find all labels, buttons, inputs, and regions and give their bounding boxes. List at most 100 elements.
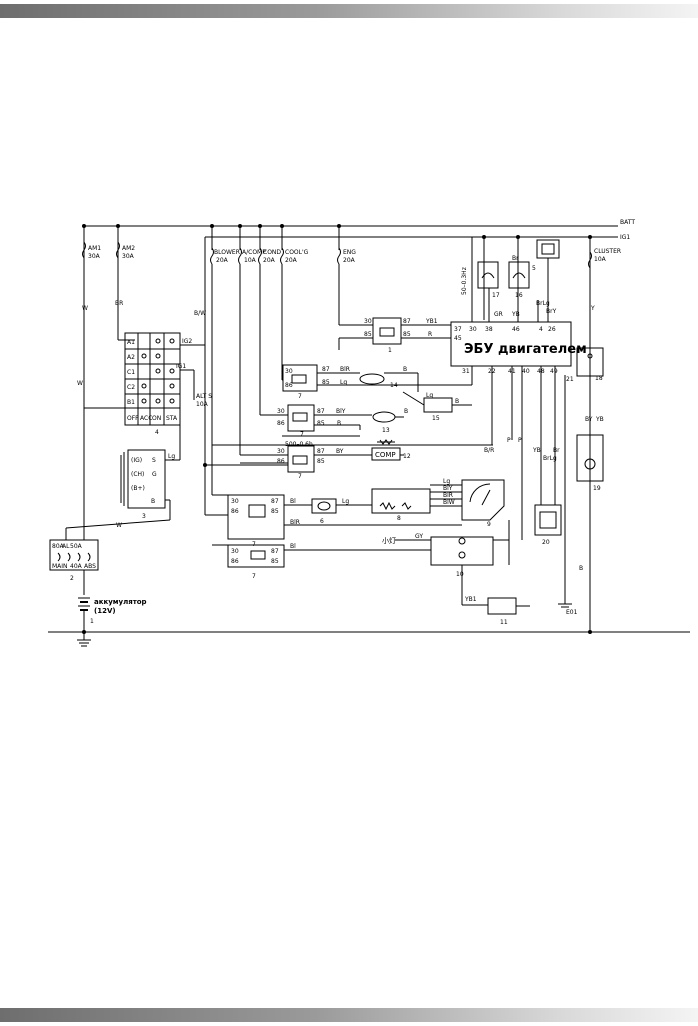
part-15: 15: [432, 415, 440, 422]
wire-by-comp: BY: [336, 448, 344, 455]
relay7a-pin87: 87: [322, 366, 330, 373]
relay-15-labels: Lg B 15: [426, 392, 459, 422]
ecu-lower-labels: B/R P P YB BrLg Br B: [484, 437, 583, 572]
relay7e-pin86: 86: [231, 558, 239, 565]
relay7a-pin85: 85: [322, 379, 330, 386]
relay7a-pin86: 86: [285, 382, 293, 389]
cluster-relay: [576, 347, 604, 482]
battery-voltage: (12V): [94, 607, 116, 615]
relay7c-pin85: 85: [317, 458, 325, 465]
bus-junctions: [82, 224, 592, 634]
ecu-lower-wires: [212, 366, 566, 598]
fuse-eng-rating: 20A: [343, 257, 356, 264]
alt-wire-w: W: [116, 522, 122, 529]
fuse-blower-rating: 20A: [216, 257, 229, 264]
ecu-pin-40: 40: [522, 368, 530, 375]
comp-label: COMP: [375, 451, 396, 459]
part-18: 18: [595, 375, 603, 382]
wire-blr: BlR: [340, 366, 350, 373]
ecu-box: [450, 321, 572, 367]
relay15-wire-lg: Lg: [426, 392, 433, 399]
relay1-wire-yb1: YB1: [425, 318, 438, 325]
ig1-label: IG1: [620, 234, 630, 241]
alternator: [65, 418, 181, 529]
wire-gr: GR: [494, 311, 503, 318]
wire-bw-label: B/W: [194, 310, 206, 317]
switch-wire-blr: BlR: [443, 492, 453, 499]
part-10: 10: [456, 571, 464, 578]
battery-label: аккумулятор: [94, 598, 147, 606]
alt-sub-s: S: [152, 457, 156, 464]
alt-terminal-bplus: (B+): [131, 485, 145, 492]
wire-blr-9: BlR: [290, 519, 300, 526]
alt-terminal-ig: (IG): [131, 457, 142, 464]
wire-gy: GY: [415, 533, 423, 540]
wire-p2: P: [518, 437, 522, 444]
ign-pin-a1: A1: [127, 339, 135, 346]
fuse-cond-name: COND: [263, 249, 281, 256]
batt-label: BATT: [620, 219, 635, 226]
relay-acomp-labels: 30 86 87 85 BY COMP 12 7: [277, 448, 411, 480]
fuse-acomp-rating: 10A: [244, 257, 257, 264]
ecu-pin-45: 45: [454, 335, 462, 342]
relay-1-labels: 30 85 87 85 YB1 R 1: [364, 318, 438, 354]
wire-w2-label: W: [77, 380, 83, 387]
wire-brlg: BrLg: [536, 300, 550, 307]
fuse-cool-name: COOL'G: [285, 249, 309, 256]
fuse-feeds: [83, 264, 591, 495]
alt-terminal-b: B: [151, 498, 155, 505]
ground-e01: [558, 598, 572, 608]
sensors-top: [471, 237, 560, 322]
ground-e01-label: E01: [566, 609, 578, 616]
wire-bl-10: Bl: [290, 543, 296, 550]
part-6: 6: [320, 518, 324, 525]
relay7d-pin87: 87: [271, 498, 279, 505]
fuse-eng-name: ENG: [343, 249, 356, 256]
fuse-am1-name: AM1: [88, 245, 101, 252]
ecu-pin-4: 4: [539, 326, 543, 333]
wire-lg-8: Lg: [342, 498, 349, 505]
relay15-wire-b: B: [455, 398, 459, 405]
wire-bly-13: BlY: [336, 408, 346, 415]
switch-wire-lg: Lg: [443, 478, 450, 485]
relay7b-pin85: 85: [317, 420, 325, 427]
relay1-pin30: 30: [364, 318, 372, 325]
relay7d-pin30: 30: [231, 498, 239, 505]
fuse-cool-rating: 20A: [285, 257, 298, 264]
relay-1: [338, 317, 451, 350]
alt-terminal-ch: (CH): [131, 471, 144, 478]
ecu-pin-46: 46: [512, 326, 520, 333]
ign-pin-b1: B1: [127, 399, 135, 406]
wire-b-right: B: [579, 565, 583, 572]
part-19: 19: [593, 485, 601, 492]
fuse-cluster-name: CLUSTER: [594, 248, 621, 255]
ign-pin-a2: A2: [127, 354, 135, 361]
wire-lg-fan: Lg: [340, 379, 347, 386]
small-light-label: 小灯: [382, 536, 396, 545]
fuse-blower-name: BLOWER: [214, 249, 240, 256]
relay7d-pin85: 85: [271, 508, 279, 515]
relay7b-pin86: 86: [277, 420, 285, 427]
alt-number: 3: [142, 513, 146, 520]
part-11: 11: [500, 619, 508, 626]
relay-blower-labels: 30 86 87 85 Bl Lg BlR 6 8 Lg BlY BlR BlW…: [231, 478, 491, 548]
wire-yb-cluster: YB: [595, 416, 604, 423]
component-20: [534, 504, 562, 536]
wire-by-cluster: BY: [585, 416, 593, 423]
relay7c-pin86: 86: [277, 458, 285, 465]
footer-bar: [0, 1008, 698, 1022]
relay7a-pin30: 30: [285, 368, 293, 375]
relay1-number: 1: [388, 347, 392, 354]
wire-br-lower: B/R: [484, 447, 494, 454]
fuse-alts-name: ALT S: [196, 393, 212, 400]
ign-ig2-label: IG2: [182, 338, 192, 345]
ign-pos-on: ON: [152, 415, 161, 422]
relay-cool-fan-labels: 30 86 87 85 BlR Lg B 14 7: [285, 366, 407, 400]
relay1-wire-r: R: [428, 331, 432, 338]
part-7b: 7: [300, 431, 304, 438]
relay1-pin85: 85: [364, 331, 372, 338]
relay7e-pin85: 85: [271, 558, 279, 565]
fusebox-40a: 40A: [70, 563, 83, 570]
fuse-am1-rating: 30A: [88, 253, 101, 260]
